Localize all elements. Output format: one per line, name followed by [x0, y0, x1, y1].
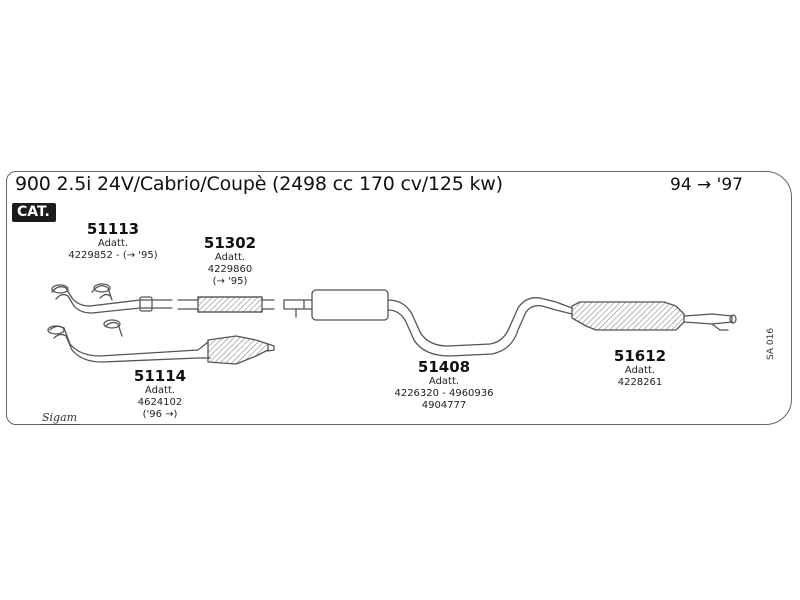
part-51612-muffler	[571, 301, 737, 331]
vehicle-title: 900 2.5i 24V/Cabrio/Coupè (2498 cc 170 c…	[15, 173, 503, 195]
part-number: 51302	[203, 234, 257, 252]
part-number: 51408	[417, 358, 471, 376]
year-range: 94 → '97	[670, 175, 743, 195]
cat-badge: CAT.	[12, 203, 56, 222]
part-number: 51612	[613, 347, 667, 365]
part-ref: ('96 →)	[142, 409, 178, 420]
part-ref: 4226320 - 4960936	[394, 388, 494, 399]
part-51302-catalyst	[177, 296, 305, 318]
part-51114-pipe	[47, 319, 275, 365]
part-label-51302: 51302 Adatt. 4229860 (→ '95)	[180, 234, 280, 288]
part-ref: (→ '95)	[212, 276, 248, 287]
part-label-51612: 51612 Adatt. 4228261	[600, 347, 680, 389]
part-adatt: Adatt.	[97, 238, 129, 249]
part-adatt: Adatt.	[214, 252, 246, 263]
diagram-frame	[6, 171, 792, 425]
part-label-51408: 51408 Adatt. 4226320 - 4960936 4904777	[384, 358, 504, 412]
part-adatt: Adatt.	[144, 385, 176, 396]
brand-logo: Sigam	[40, 411, 81, 425]
part-ref: 4228261	[617, 377, 663, 388]
part-adatt: Adatt.	[428, 376, 460, 387]
part-ref: 4229860	[207, 264, 253, 275]
part-adatt: Adatt.	[624, 365, 656, 376]
part-label-51114: 51114 Adatt. 4624102 ('96 →)	[110, 367, 210, 421]
part-51113-pipe	[51, 283, 173, 314]
part-number: 51113	[86, 220, 140, 238]
part-ref: 4624102	[137, 397, 183, 408]
part-ref: 4904777	[421, 400, 467, 411]
part-number: 51114	[133, 367, 187, 385]
part-label-51113: 51113 Adatt. 4229852 - (→ '95)	[58, 220, 168, 262]
part-51408-muffler	[303, 289, 573, 357]
part-ref: 4229852 - (→ '95)	[68, 250, 158, 261]
diagram-code: SA 016	[766, 327, 776, 360]
